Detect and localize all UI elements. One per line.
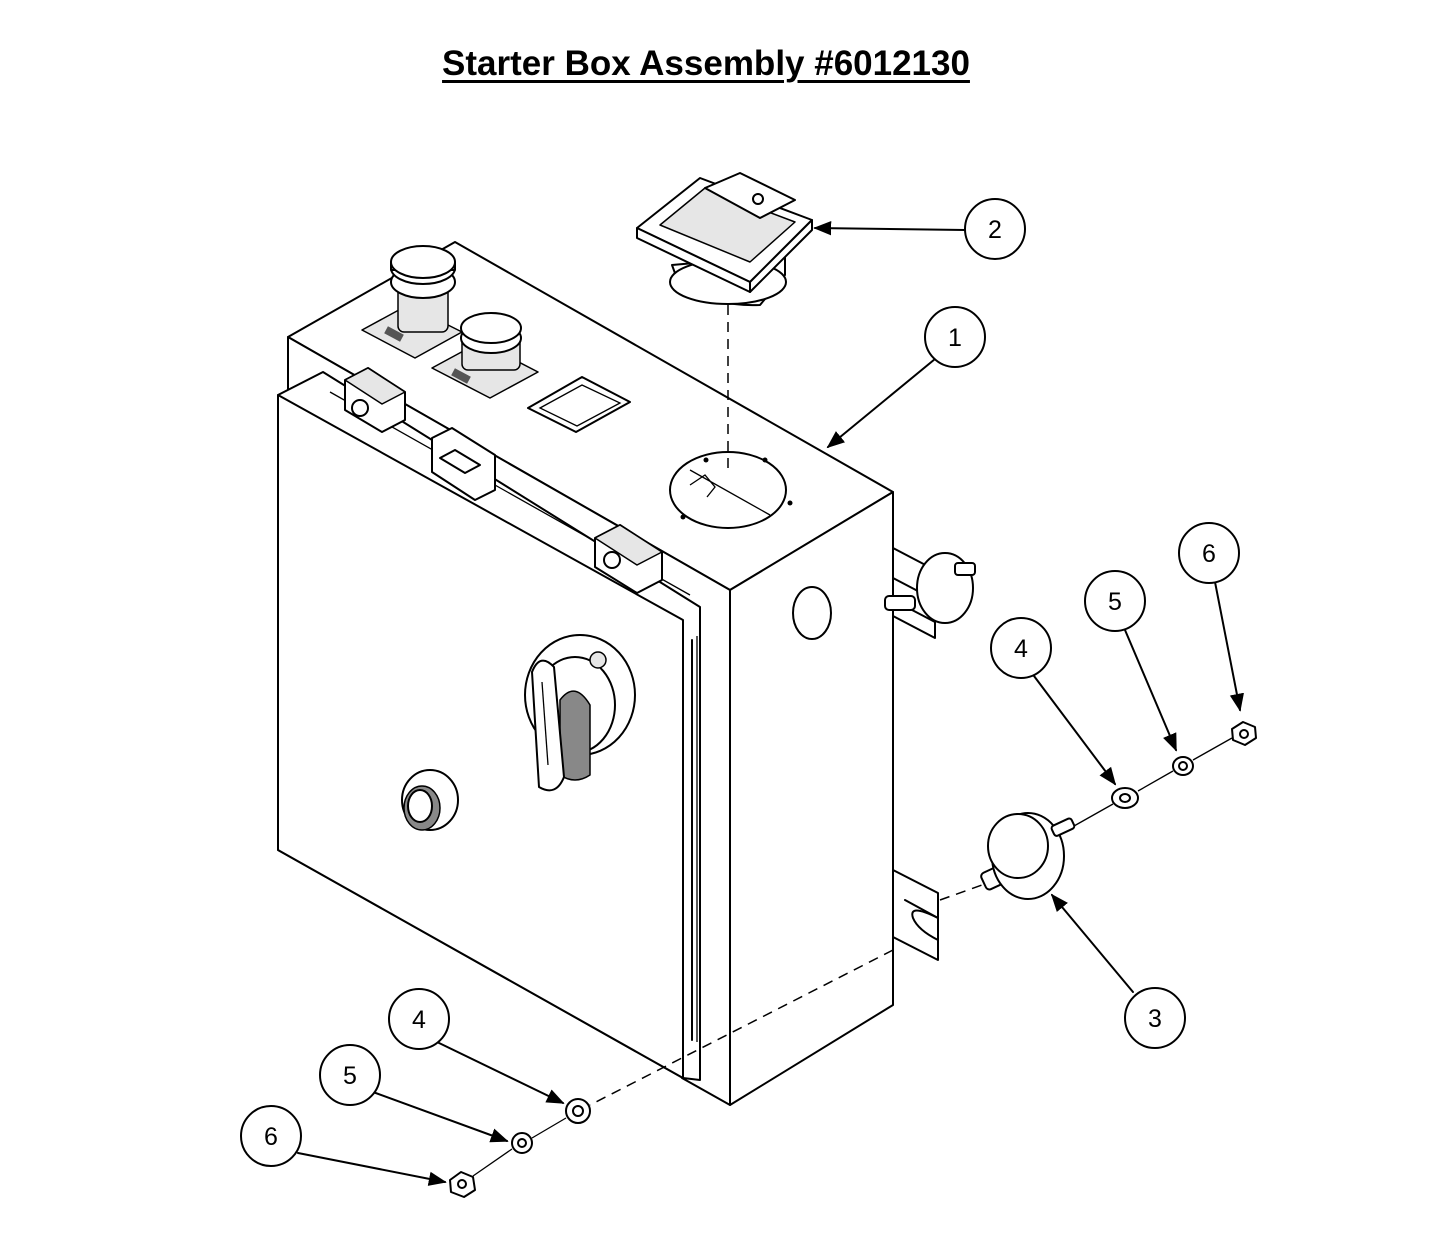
leader-4-right [1033,675,1117,786]
enclosure-right-face [729,491,894,1106]
leader-2 [813,221,966,236]
callout-number-3: 3 [1148,1005,1162,1033]
leader-6-right [1214,581,1244,712]
callout-number-5-left: 5 [343,1062,357,1090]
callout-balloon-4-right: 4 [990,617,1052,679]
callout-balloon-6-right: 6 [1178,522,1240,584]
callout-number-1: 1 [948,324,962,352]
callout-balloon-5-right: 5 [1084,570,1146,632]
side-conduit-hole [792,586,832,640]
leader-5-left [372,1091,509,1143]
callout-balloon-5-left: 5 [319,1044,381,1106]
callout-number-4-left: 4 [412,1006,426,1034]
leader-1 [826,358,936,449]
callout-balloon-2: 2 [964,198,1026,260]
door-handle [431,427,496,501]
callout-balloon-1: 1 [924,306,986,368]
mounting-bracket-upper [884,547,976,639]
callout-number-2: 2 [988,216,1002,244]
start-pushbutton [431,312,539,399]
leader-3 [1050,893,1134,993]
leader-6-left [297,1152,447,1186]
callout-number-6-left: 6 [264,1123,278,1151]
leader-4-left [436,1041,565,1104]
callout-balloon-3: 3 [1124,987,1186,1049]
pilot-light [401,769,459,831]
indicator-window [527,376,631,433]
lower-center-line [589,949,894,1106]
door-latch-right [594,524,663,594]
callout-balloon-6-left: 6 [240,1105,302,1167]
leader-5-right [1124,629,1177,752]
page-title: Starter Box Assembly #6012130 [442,44,970,83]
mounting-bracket-lower [892,869,939,961]
rotary-disconnect-handle [524,634,636,792]
callout-number-4-right: 4 [1014,635,1028,663]
door-latch-left [344,367,406,433]
callout-balloon-4-left: 4 [388,988,450,1050]
top-cap-opening [669,451,793,529]
door-front-panel [277,394,684,1079]
rubber-mount [980,812,1076,900]
cover-cap [636,172,813,307]
callout-number-5-right: 5 [1108,588,1122,616]
emergency-stop-button [361,245,463,359]
callout-number-6-right: 6 [1202,540,1216,568]
starter-box-enclosure [277,241,976,1106]
